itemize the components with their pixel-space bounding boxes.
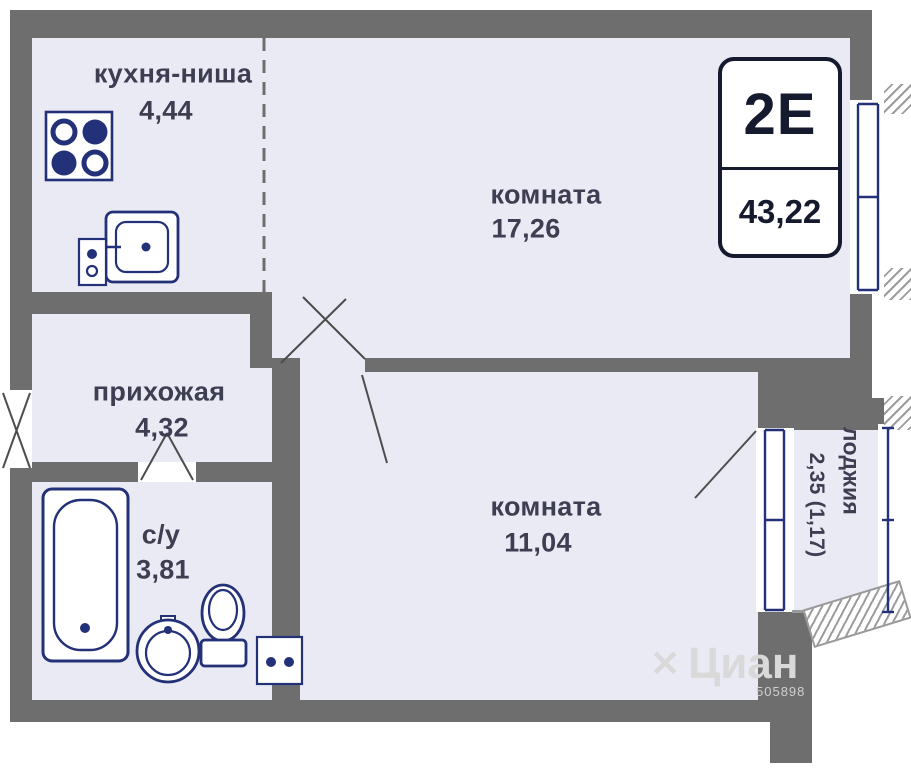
room-area-room2: 11,04 <box>504 527 572 558</box>
window-room1-icon <box>856 102 880 292</box>
balcony-door-window-icon <box>763 428 786 612</box>
wall-left-lower <box>10 468 32 722</box>
room-label-kitchen: кухня-ниша <box>93 58 253 89</box>
cian-watermark: ✕ Циан <box>650 642 798 686</box>
wall-bathroom-top-left <box>32 462 138 482</box>
toilet-icon <box>199 583 248 668</box>
room-label-hallway: прихожая <box>92 376 226 407</box>
room-label-room1: комната <box>490 179 602 210</box>
watermark-id-digits: 505898 <box>756 684 806 699</box>
loggia-fill <box>792 430 888 612</box>
apartment-type-label: 2Е <box>743 81 817 147</box>
kitchen-sink-icon <box>100 210 180 284</box>
bathroom-door-swing <box>140 432 168 481</box>
loggia-glazing-icon <box>882 426 894 614</box>
room-area-loggia: 2,35 (1,17) <box>805 452 828 558</box>
stove-icon <box>44 110 114 182</box>
room-label-room2: комната <box>490 491 602 522</box>
wall-right-upper <box>850 38 872 104</box>
interior-fill-upper <box>32 38 850 372</box>
entry-door-gap <box>10 390 32 468</box>
wall-bottom <box>10 700 812 722</box>
room2-door-swing <box>361 374 388 464</box>
apartment-total-area: 43,22 <box>738 193 822 230</box>
hatch-window-bottom <box>884 268 911 300</box>
room-label-bathroom: с/у <box>141 519 181 550</box>
badge-divider <box>722 167 838 170</box>
cian-logo-icon: ✕ <box>650 643 681 684</box>
bathtub-icon <box>41 487 130 663</box>
washer-icon <box>255 635 304 686</box>
room-area-hallway: 4,32 <box>135 412 189 443</box>
wall-kitchen-bottom <box>10 292 272 314</box>
room1-door-swing <box>280 298 347 364</box>
wall-bottom-right-block <box>770 612 812 763</box>
apartment-badge: 2Е 43,22 <box>718 57 842 258</box>
cian-watermark-text: Циан <box>688 639 799 688</box>
hatch-window-top <box>884 84 911 114</box>
room-area-kitchen: 4,44 <box>139 95 193 126</box>
washbasin-icon <box>135 615 201 684</box>
door-swing-lines <box>2 296 757 499</box>
room-label-loggia: лоджия <box>838 426 865 516</box>
loggia-door-swing <box>694 430 757 499</box>
bathroom-door-gap <box>138 462 196 482</box>
wall-room1-bottom <box>365 358 872 372</box>
wall-top <box>10 10 872 38</box>
wall-kitchen-stub <box>250 292 272 368</box>
boiler-icon <box>77 237 108 287</box>
room-area-bathroom: 3,81 <box>136 554 190 585</box>
room-area-room1: 17,26 <box>491 213 561 244</box>
hatch-loggia-top <box>884 396 911 430</box>
wall-bathroom-top-right <box>196 462 272 482</box>
